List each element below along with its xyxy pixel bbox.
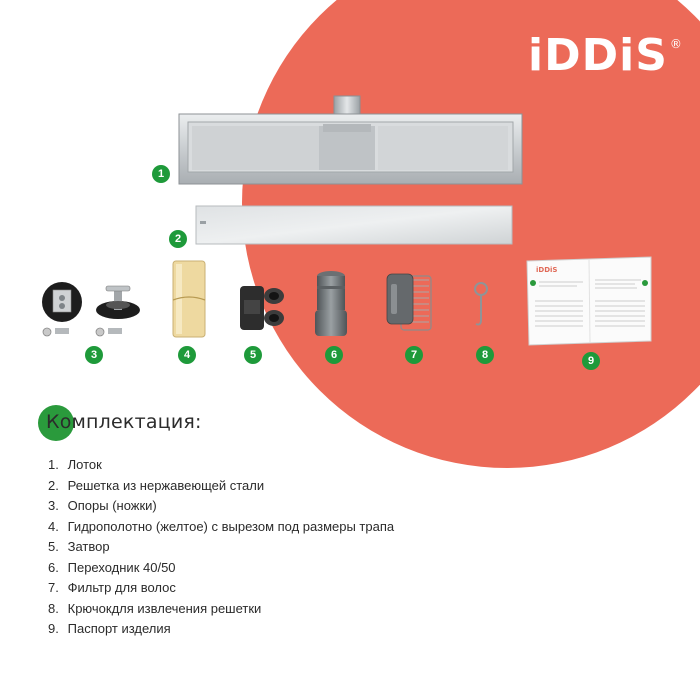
list-item-number: 9. bbox=[48, 621, 59, 636]
badge-7: 7 bbox=[405, 346, 423, 364]
list-item: 9. Паспорт изделия bbox=[48, 619, 394, 640]
list-item-text: Опоры (ножки) bbox=[67, 498, 157, 513]
list-item-text: Фильтр для волос bbox=[67, 580, 176, 595]
list-item-number: 4. bbox=[48, 518, 59, 534]
list-item-text: Паспорт изделия bbox=[67, 621, 171, 636]
list-item-text: Решетка из нержавеющей стали bbox=[67, 477, 265, 493]
kit-contents-list: 1. Лоток 2. Решетка из нержавеющей стали… bbox=[48, 455, 394, 640]
list-item-number: 8. bbox=[48, 600, 59, 616]
list-item-text: Переходник 40/50 bbox=[67, 559, 176, 575]
list-item-text: Крючокдля извлечения решетки bbox=[67, 600, 262, 616]
list-item: 6. Переходник 40/50 bbox=[48, 558, 394, 579]
manual-logo: iDDiS bbox=[536, 266, 557, 274]
list-item: 1. Лоток bbox=[48, 455, 394, 476]
adapter-pipe-icon bbox=[315, 271, 347, 336]
badge-1: 1 bbox=[152, 165, 170, 183]
list-item: 4. Гидрополотно (желтое) с вырезом под р… bbox=[48, 517, 394, 538]
list-item-number: 3. bbox=[48, 498, 59, 513]
brand-logo: iDDiS® bbox=[528, 34, 683, 78]
list-item-text: Лоток bbox=[67, 457, 102, 472]
badge-4: 4 bbox=[178, 346, 196, 364]
list-item-number: 7. bbox=[48, 580, 59, 595]
page-title: Комплектация: bbox=[46, 411, 202, 433]
list-item-number: 6. bbox=[48, 559, 59, 575]
badge-3: 3 bbox=[85, 346, 103, 364]
badge-2: 2 bbox=[169, 230, 187, 248]
support-legs-icon bbox=[42, 282, 140, 337]
registered-mark: ® bbox=[669, 37, 683, 51]
badge-6: 6 bbox=[325, 346, 343, 364]
manual-icon: iDDiS bbox=[526, 256, 652, 346]
grate-icon bbox=[195, 205, 513, 245]
list-item-text: Гидрополотно (желтое) с вырезом под разм… bbox=[67, 518, 395, 534]
list-item: 8. Крючокдля извлечения решетки bbox=[48, 599, 394, 620]
badge-8: 8 bbox=[476, 346, 494, 364]
list-item-number: 1. bbox=[48, 457, 59, 472]
list-item-number: 2. bbox=[48, 477, 59, 493]
hook-icon bbox=[474, 282, 488, 326]
brand-logo-text: iDDiS bbox=[528, 30, 668, 81]
list-item-number: 5. bbox=[48, 539, 59, 554]
list-item: 3. Опоры (ножки) bbox=[48, 496, 394, 517]
badge-5: 5 bbox=[244, 346, 262, 364]
water-trap-icon bbox=[240, 286, 284, 330]
drain-channel-icon bbox=[178, 95, 523, 185]
list-item: 7. Фильтр для волос bbox=[48, 578, 394, 599]
list-item: 2. Решетка из нержавеющей стали bbox=[48, 476, 394, 497]
waterproof-membrane-icon bbox=[172, 260, 206, 338]
badge-9: 9 bbox=[582, 352, 600, 370]
list-item: 5. Затвор bbox=[48, 537, 394, 558]
list-item-text: Затвор bbox=[67, 539, 110, 554]
heading-accent-dot bbox=[38, 405, 74, 441]
hair-filter-icon bbox=[386, 273, 432, 331]
